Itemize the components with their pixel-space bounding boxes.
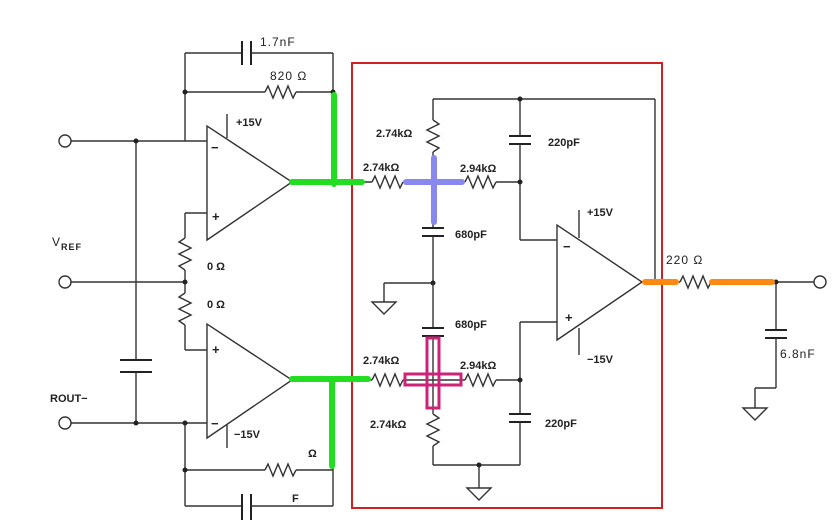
- opamp-bottom-plus-sign: +: [212, 342, 220, 357]
- filter-ground-mid: [370, 280, 436, 315]
- filter-c-top-shunt-label: 680pF: [455, 229, 487, 241]
- filter-r-bottom-input-label: 2.74kΩ: [363, 355, 400, 367]
- highlight-blue-node: [403, 155, 465, 225]
- gain-res-upper-label: 0 Ω: [207, 261, 225, 273]
- input-terminal-rout: [58, 416, 72, 430]
- output-cap-label: 6.8nF: [780, 347, 816, 361]
- filter-bottom-network: [292, 283, 557, 501]
- opamp-bottom-supply-label: −15V: [234, 429, 261, 441]
- gain-res-lower-label: 0 Ω: [207, 299, 225, 311]
- input-terminal-vref: [58, 275, 72, 289]
- feedback-top-res-label: 820 Ω: [270, 69, 307, 83]
- feedback-top-cap-label: 1.7nF: [260, 35, 296, 49]
- gain-resistor-network: [177, 213, 193, 350]
- rout-label: ROUT−: [50, 393, 88, 405]
- output-res-label: 220 Ω: [666, 253, 703, 267]
- opamp-top-minus-sign: −: [211, 140, 219, 155]
- filter-r-top-series-label: 2.94kΩ: [460, 163, 497, 175]
- opamp-filter-supply-neg-label: −15V: [587, 354, 614, 366]
- opamp-bottom-minus-sign: −: [211, 416, 219, 431]
- input-wiring: [71, 138, 185, 426]
- feedback-bottom-res-label: Ω: [308, 448, 317, 460]
- feedback-bottom-network: [182, 380, 334, 520]
- vref-label: VREF: [52, 235, 82, 252]
- highlight-green-top: [289, 92, 365, 187]
- opamp-top: [206, 124, 294, 242]
- input-terminal-top: [58, 134, 72, 148]
- highlight-magenta-node: [403, 336, 463, 410]
- opamp-filter: [556, 223, 644, 342]
- opamp-bottom: [206, 322, 294, 440]
- feedback-bottom-cap-label: F: [292, 493, 299, 505]
- output-terminal: [813, 275, 827, 289]
- filter-r-bottom-series-label: 2.94kΩ: [460, 360, 497, 372]
- opamp-filter-minus-sign: −: [563, 239, 571, 254]
- filter-section-box: [351, 62, 663, 509]
- highlight-green-bottom: [289, 376, 371, 469]
- filter-c-top-feedback-label: 220pF: [548, 137, 580, 149]
- filter-r-top-input-label: 2.74kΩ: [363, 162, 400, 174]
- filter-c-bottom-shunt-label: 680pF: [455, 319, 487, 331]
- opamp-top-supply-label: +15V: [236, 117, 263, 129]
- opamp-filter-plus-sign: +: [565, 310, 573, 325]
- filter-r-top-vertical-label: 2.74kΩ: [376, 128, 413, 140]
- opamp-top-plus-sign: +: [212, 209, 220, 224]
- opamp-filter-supply-pos-label: +15V: [587, 207, 614, 219]
- feedback-top-network: [182, 41, 336, 182]
- filter-r-bottom-vertical-label: 2.74kΩ: [370, 419, 407, 431]
- filter-c-bottom-feedback-label: 220pF: [545, 418, 577, 430]
